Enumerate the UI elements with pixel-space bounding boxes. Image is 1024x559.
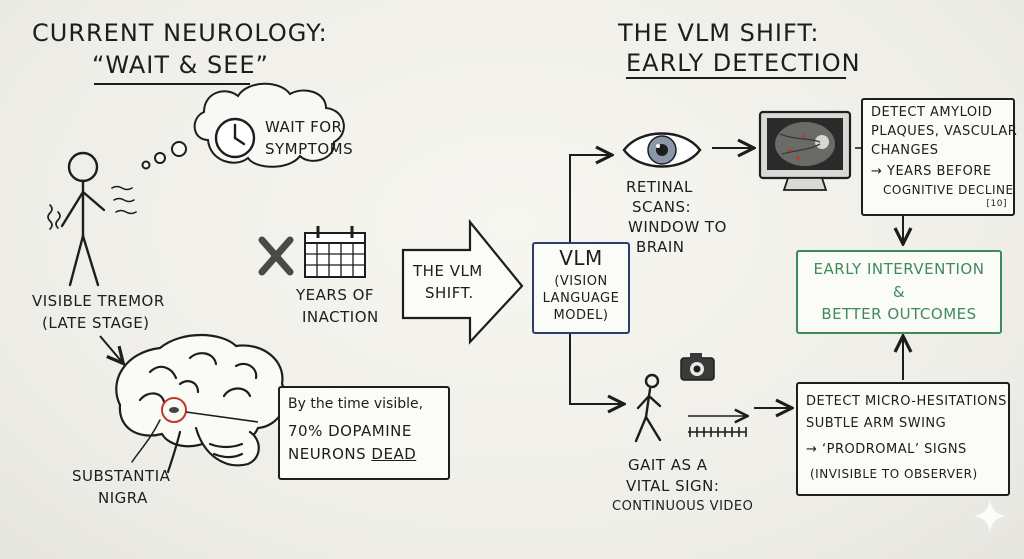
right-title: THE VLM SHIFT: [618,19,820,47]
dopamine-note-box: By the time visible, 70% DOPAMINE NEURON… [278,386,450,480]
amyloid-note-line1: DETECT AMYLOID [871,105,993,120]
tremor-label-line1: VISIBLE TREMOR [32,292,165,310]
retinal-label-line4: BRAIN [636,238,685,256]
tremor-to-brain-arrow [99,335,122,362]
outcome-line1: EARLY INTERVENTION [813,260,985,278]
amyloid-note-line5: COGNITIVE DECLINE [883,183,1014,197]
outcome-box: EARLY INTERVENTION & BETTER OUTCOMES [796,250,1002,334]
amyloid-citation: [10] [986,199,1007,209]
vlm-box-title: VLM [559,246,603,270]
thought-text-line2: SYMPTOMS [265,140,354,158]
micro-hesitation-box: DETECT MICRO-HESITATIONS, SUBTLE ARM SWI… [796,382,1012,496]
gait-label-line2: VITAL SIGN: [626,477,720,495]
left-subtitle: “WAIT & SEE” [92,51,269,79]
vlm-to-gait-arrow [569,332,622,404]
amyloid-note-line2: PLAQUES, VASCULAR [871,124,1018,139]
tremor-label-line2: (LATE STAGE) [42,314,150,332]
left-title: CURRENT NEUROLOGY: [32,19,328,47]
gait-label-line1: GAIT AS A [628,456,708,474]
amyloid-note-line3: CHANGES [871,143,939,158]
eye-icon [622,132,702,168]
gait-timeline-icon [688,416,746,437]
vlm-shift-arrow-line1: THE VLM [413,262,483,280]
retinal-label-line1: RETINAL [626,178,693,196]
calendar-icon [304,226,366,278]
right-subtitle: EARLY DETECTION [626,49,861,77]
vlm-to-retina-arrow [569,155,610,242]
stick-figure-icon [47,151,137,287]
monitor-retina-icon [758,110,852,191]
dopamine-note-dead: DEAD [371,445,417,463]
micro-line4: (INVISIBLE TO OBSERVER) [810,467,978,481]
vlm-shift-arrow-line2: SHIFT. [425,284,474,302]
thought-text-line1: WAIT FOR [265,118,343,136]
x-mark-icon [258,236,294,276]
dopamine-note-line3: NEURONS DEAD [288,445,416,464]
brain-icon [115,333,287,474]
micro-line2: SUBTLE ARM SWING [806,416,947,431]
dopamine-note-line2: 70% DOPAMINE [288,422,412,440]
vlm-box: VLM (VISION LANGUAGE MODEL) [532,242,630,334]
walking-person-icon [634,373,662,443]
vlm-box-line1: (VISION [554,274,608,289]
outcome-line3: BETTER OUTCOMES [821,305,977,323]
gait-label-line3: CONTINUOUS VIDEO [612,499,754,514]
dopamine-pointer-line [185,411,259,423]
amyloid-note-box: DETECT AMYLOID PLAQUES, VASCULAR CHANGES… [861,98,1018,216]
micro-line3: → ‘PRODROMAL’ SIGNS [806,442,967,457]
vlm-box-line2: LANGUAGE [542,291,620,306]
camera-icon [680,353,715,381]
amyloid-note-line4: → YEARS BEFORE [871,164,992,179]
nigra-label-line1: SUBSTANTIA [72,467,171,485]
clock-icon [214,117,256,159]
dopamine-note-neurons: NEURONS [288,445,372,463]
years-label-line2: INACTION [302,308,379,326]
nigra-label-line2: NIGRA [98,489,148,507]
retinal-label-line2: SCANS: [632,198,692,216]
vlm-box-line3: MODEL) [553,308,609,323]
dopamine-note-line1: By the time visible, [288,396,424,412]
sparkle-icon [974,500,1006,532]
retinal-label-line3: WINDOW TO [628,218,727,236]
vlm-shift-arrow-shape [401,218,524,345]
years-label-line1: YEARS OF [296,286,375,304]
micro-line1: DETECT MICRO-HESITATIONS, [806,394,1012,409]
outcome-line2: & [892,283,906,301]
